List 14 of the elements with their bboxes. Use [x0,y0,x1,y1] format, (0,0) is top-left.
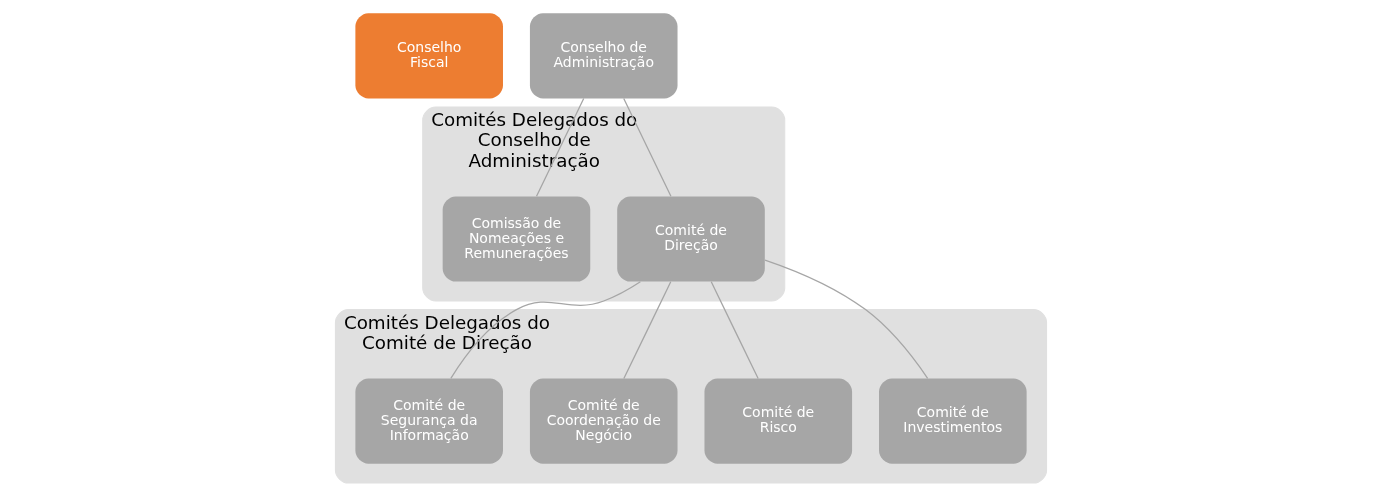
connector [449,280,641,379]
node-box: Conselho Fiscal [354,12,503,98]
node-box: Comité de Investimentos [878,378,1027,464]
connector [535,97,584,197]
connector [710,280,759,379]
node-box: Comité de Segurança da Informação [354,378,503,464]
connector [622,280,671,379]
connector [622,97,672,197]
node-box: Comissão de Nomeações e Remunerações [442,195,590,282]
node-box: Comité de Coordenação de Negócio [529,378,678,464]
node-box: Conselho de Administração [529,12,678,98]
node-box: Comité de Direção [616,195,765,282]
connector [763,258,928,379]
node-box: Comité de Risco [703,378,852,464]
